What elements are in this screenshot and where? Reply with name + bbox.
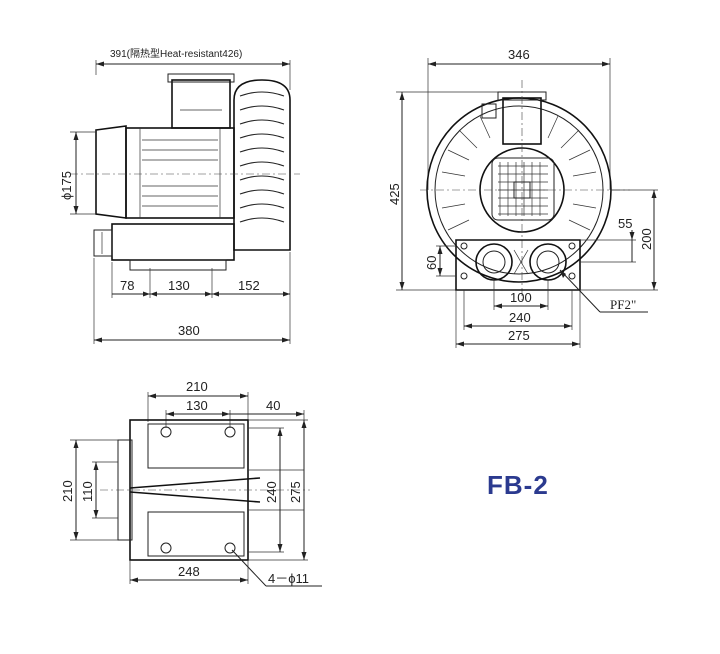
side-view: 391(隔热型Heat-resistant426): [59, 47, 300, 344]
dim-210-top: 210: [186, 379, 208, 394]
dim-200: 200: [639, 228, 654, 250]
dim-391-heat-resistant-426: 391(隔热型Heat-resistant426): [110, 47, 242, 60]
dim-110: 110: [80, 481, 95, 502]
front-ribs: [441, 115, 597, 231]
dim-248: 248: [178, 564, 200, 579]
holes-label: 4－ϕ11: [268, 571, 309, 586]
dim-240-bottom: 240: [264, 481, 279, 503]
housing-ribs: [239, 91, 285, 223]
dim-diameter-175: ϕ175: [59, 171, 74, 200]
fan-grille: [498, 162, 548, 216]
dim-130: 130: [168, 278, 190, 293]
motor-fins: [142, 139, 218, 207]
dim-240-front: 240: [509, 310, 531, 325]
dim-425: 425: [387, 183, 402, 205]
dim-60: 60: [424, 256, 439, 270]
dim-152: 152: [238, 278, 260, 293]
dim-346: 346: [508, 47, 530, 62]
dim-130-bottom: 130: [186, 398, 208, 413]
model-name: FB-2: [487, 470, 549, 500]
front-view: 346 425: [387, 47, 658, 348]
dim-100: 100: [510, 290, 532, 305]
dim-78: 78: [120, 278, 134, 293]
dim-275-front: 275: [508, 328, 530, 343]
port-label: PF2": [610, 297, 636, 312]
bottom-view: 210 130 40 210: [60, 379, 322, 587]
dim-275-bottom: 275: [288, 481, 303, 503]
dim-40: 40: [266, 398, 280, 413]
dim-55: 55: [618, 216, 632, 231]
dim-210-left: 210: [60, 480, 75, 502]
dim-380: 380: [178, 323, 200, 338]
